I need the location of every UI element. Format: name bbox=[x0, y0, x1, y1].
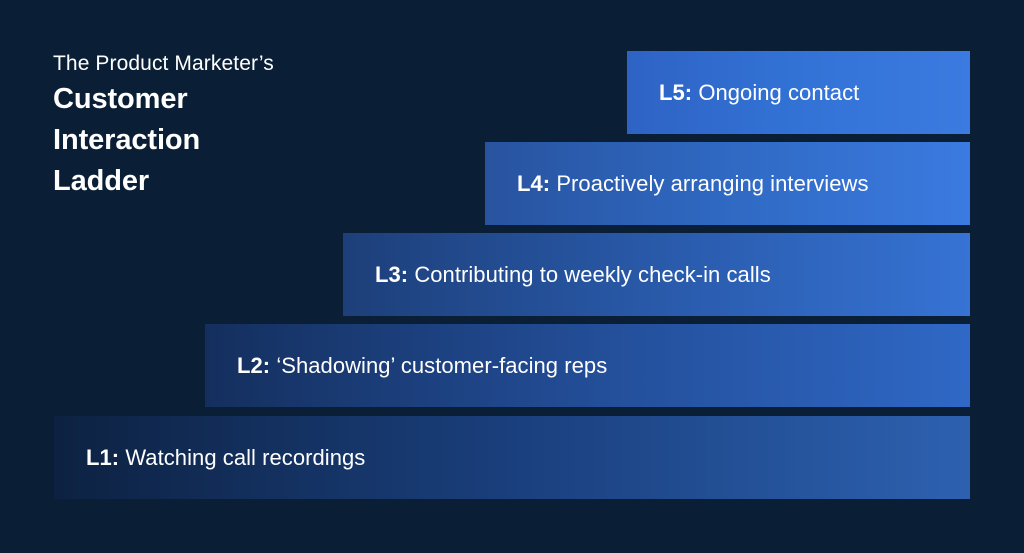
ladder-rung-l1[interactable]: L1: Watching call recordings bbox=[54, 416, 970, 499]
ladder-rung-l1-level: L1: bbox=[86, 444, 126, 470]
page-title: Customer Interaction Ladder bbox=[53, 79, 383, 202]
ladder-rung-l3-label: L3: Contributing to weekly check-in call… bbox=[343, 262, 771, 288]
ladder-rung-l5-text: Ongoing contact bbox=[698, 79, 860, 105]
ladder-rung-l3-text: Contributing to weekly check-in calls bbox=[414, 261, 771, 287]
title-eyebrow: The Product Marketer’s bbox=[53, 52, 274, 75]
ladder-rung-l2-label: L2: ‘Shadowing’ customer-facing reps bbox=[205, 353, 607, 379]
ladder-rung-l3-level: L3: bbox=[375, 261, 415, 287]
ladder-rung-l4-level: L4: bbox=[517, 170, 557, 196]
page-title-line-3: Ladder bbox=[53, 165, 150, 197]
ladder-rung-l2-level: L2: bbox=[237, 352, 277, 378]
ladder-rung-l5[interactable]: L5: Ongoing contact bbox=[627, 51, 970, 134]
title-block: The Product Marketer’s Customer Interact… bbox=[53, 50, 383, 202]
ladder-rung-l3[interactable]: L3: Contributing to weekly check-in call… bbox=[343, 233, 970, 316]
ladder-rung-l5-level: L5: bbox=[659, 79, 699, 105]
ladder-rung-l2-text: ‘Shadowing’ customer-facing reps bbox=[276, 352, 608, 378]
page-title-line-1: Customer bbox=[53, 83, 188, 115]
ladder-rung-l4-label: L4: Proactively arranging interviews bbox=[485, 171, 869, 197]
ladder-rung-l2[interactable]: L2: ‘Shadowing’ customer-facing reps bbox=[205, 324, 970, 407]
ladder-rung-l5-label: L5: Ongoing contact bbox=[627, 80, 859, 106]
page-title-line-2: Interaction bbox=[53, 124, 201, 156]
ladder-rung-l1-label: L1: Watching call recordings bbox=[54, 445, 365, 471]
ladder-rung-l4-text: Proactively arranging interviews bbox=[556, 170, 869, 196]
ladder-rung-l4[interactable]: L4: Proactively arranging interviews bbox=[485, 142, 970, 225]
ladder-rung-l1-text: Watching call recordings bbox=[125, 444, 366, 470]
